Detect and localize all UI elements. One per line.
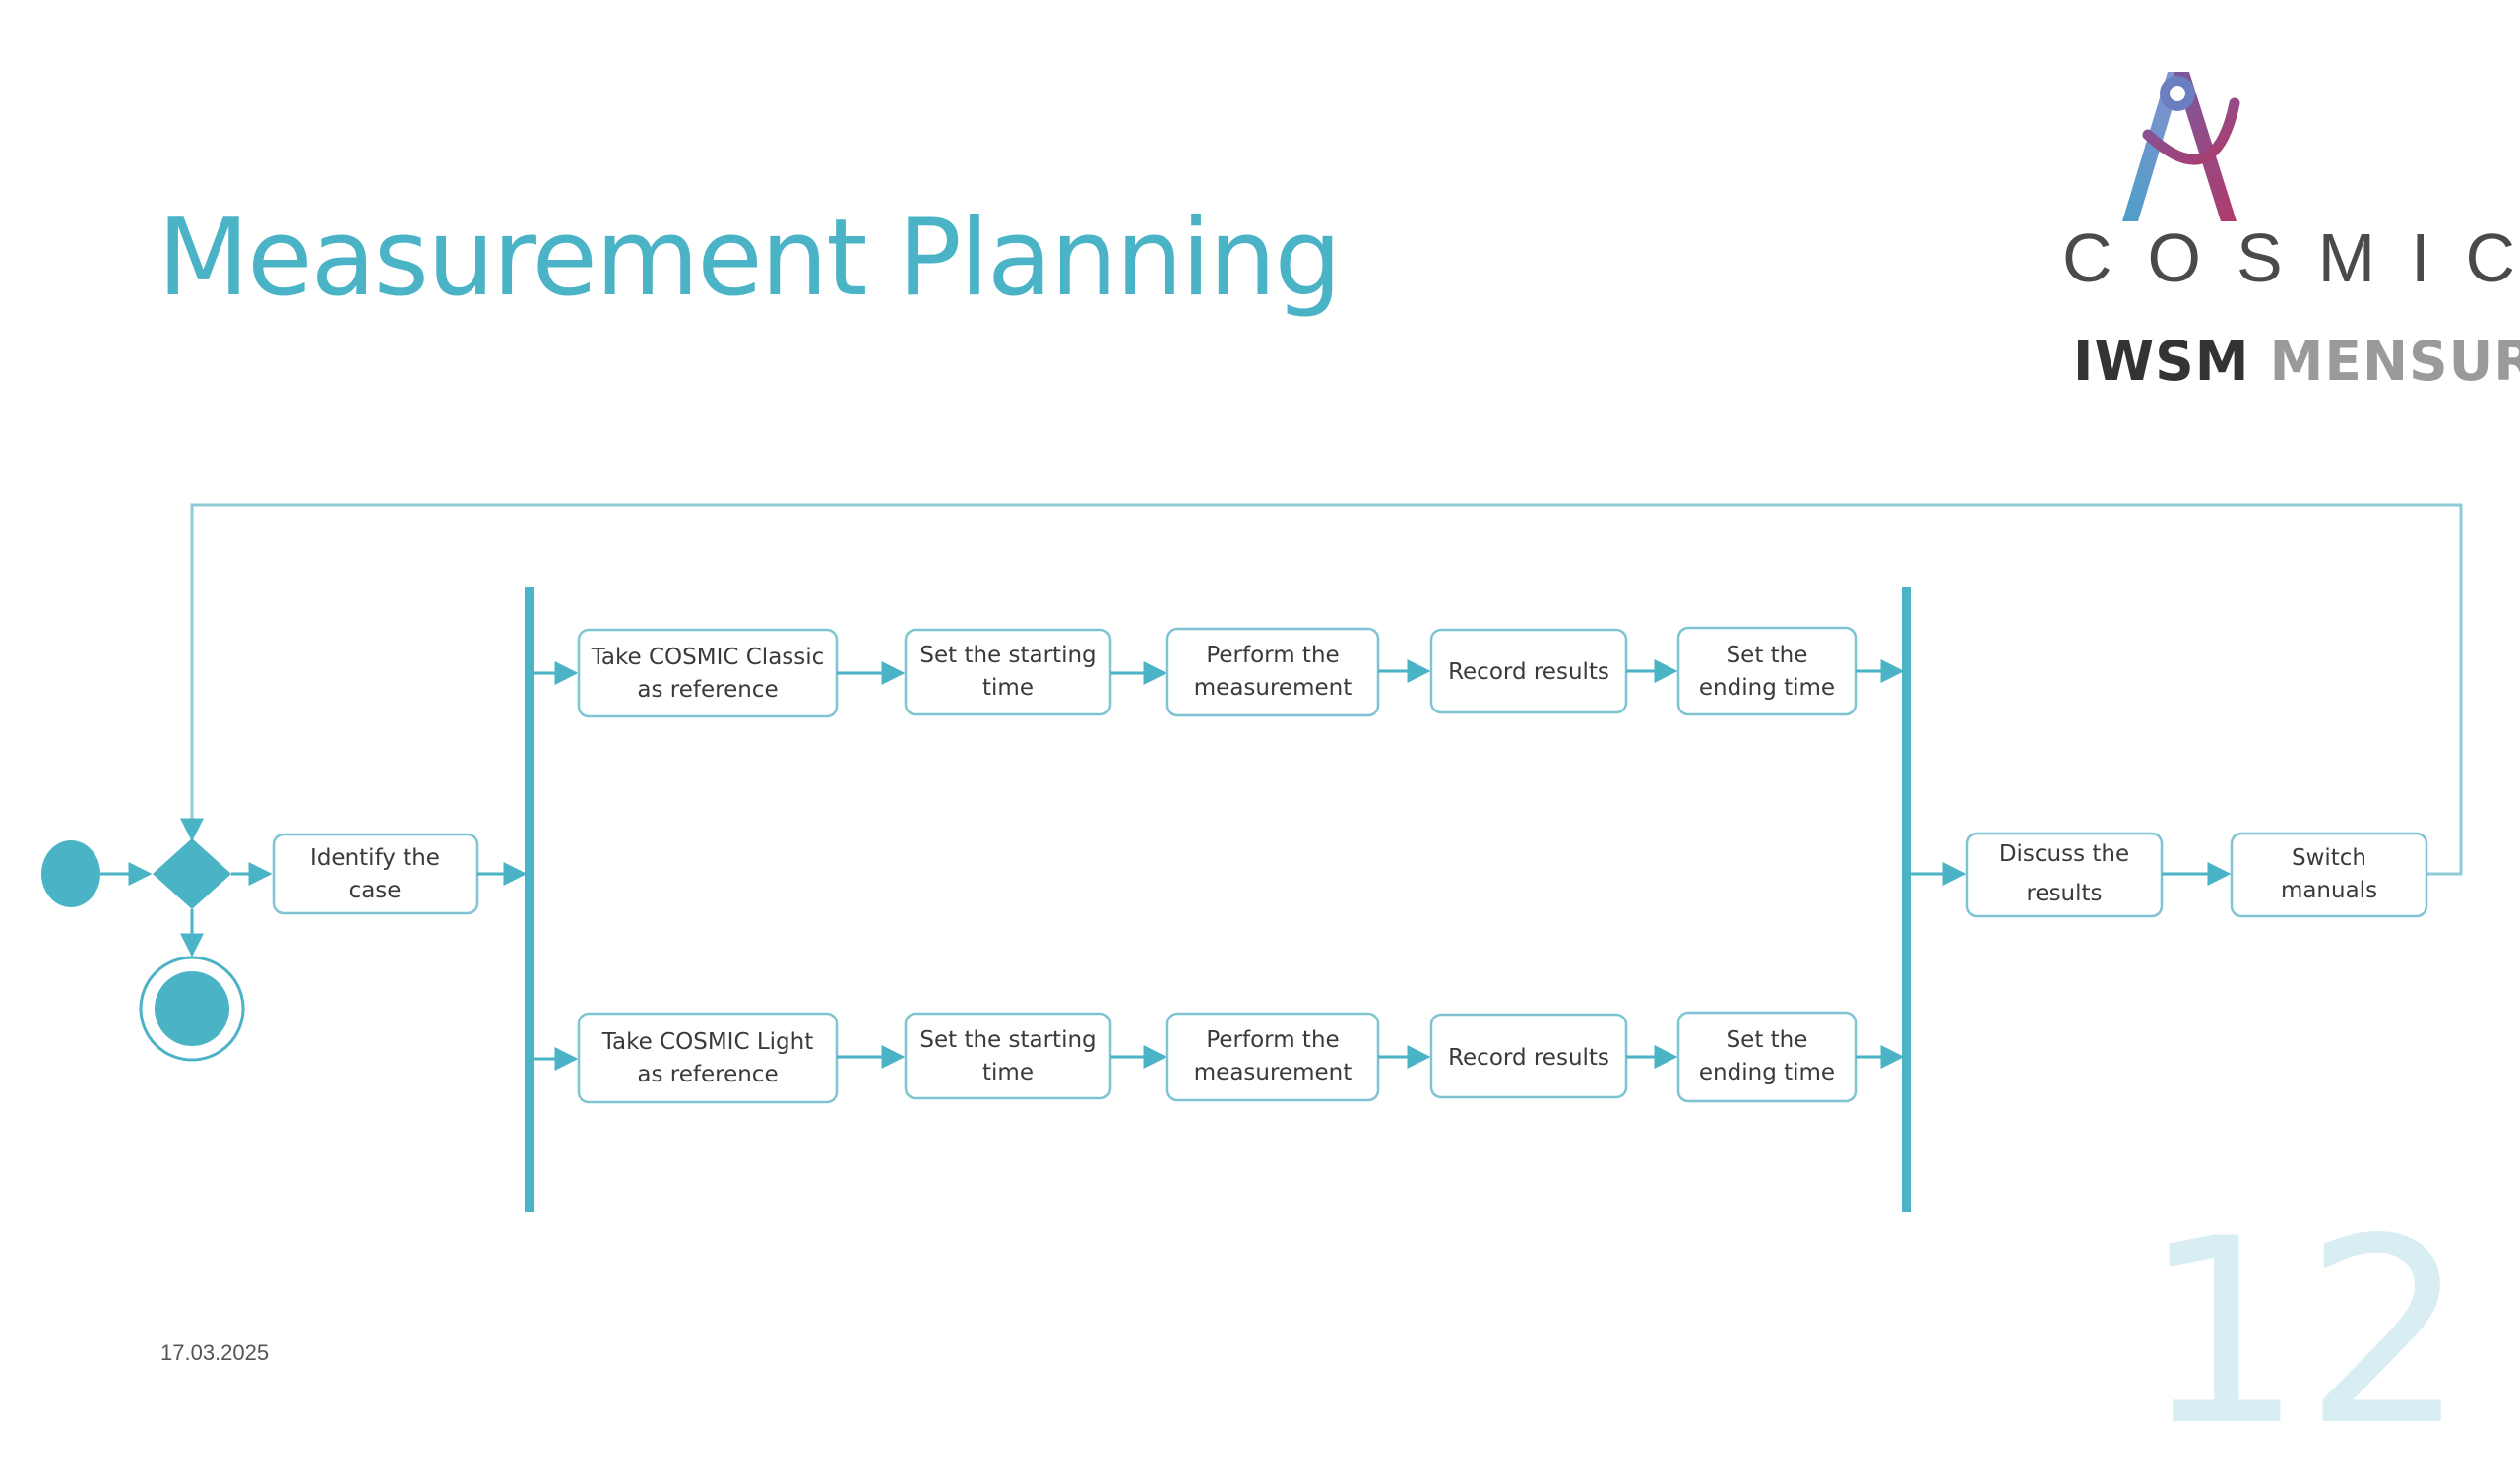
logo-wordmark: COSMIC xyxy=(2062,219,2520,296)
activity-label: as reference xyxy=(637,1062,778,1087)
activity-set-starting-time: Set the starting time xyxy=(904,1012,1112,1100)
join-bar xyxy=(1902,587,1911,1212)
activity-label: Set the xyxy=(1727,643,1808,668)
activity-label: time xyxy=(982,675,1034,701)
activity-label: measurement xyxy=(1194,675,1352,701)
activity-diagram: Identify the case Take COSMIC Classic as… xyxy=(41,503,2463,1212)
activity-switch-manuals: Switch manuals xyxy=(2230,832,2428,918)
activity-perform-measurement: Perform the measurement xyxy=(1166,627,1380,717)
page-number: 12 xyxy=(2141,1185,2467,1482)
activity-set-ending-time: Set the ending time xyxy=(1676,626,1858,716)
compass-icon xyxy=(2122,72,2240,221)
activity-identify-case: Identify the case xyxy=(272,833,479,915)
end-node-ring xyxy=(139,956,245,1062)
slide-date: 17.03.2025 xyxy=(160,1340,270,1365)
activity-set-ending-time: Set the ending time xyxy=(1676,1011,1858,1103)
activity-label: measurement xyxy=(1194,1060,1352,1085)
activity-label: ending time xyxy=(1699,1060,1835,1085)
decision-node xyxy=(153,838,231,909)
activity-label: Discuss the xyxy=(1999,841,2129,867)
activity-record-results: Record results xyxy=(1429,628,1628,714)
activity-label: Take COSMIC Classic xyxy=(591,645,825,670)
activity-label: manuals xyxy=(2281,878,2377,903)
activity-set-starting-time: Set the starting time xyxy=(904,628,1112,716)
activity-perform-measurement: Perform the measurement xyxy=(1166,1012,1380,1102)
activity-discuss-results: Discuss the results xyxy=(1965,832,2164,918)
activity-label: results xyxy=(2026,881,2102,906)
activity-take-cosmic-light: Take COSMIC Light as reference xyxy=(577,1012,839,1104)
logo-subtitle-light: MENSURA xyxy=(2269,330,2520,393)
activity-label: Record results xyxy=(1448,1045,1609,1071)
activity-label: Switch xyxy=(2292,845,2366,871)
activity-label: Set the starting xyxy=(919,643,1096,668)
cosmic-logo xyxy=(2122,72,2240,221)
activity-label: ending time xyxy=(1699,675,1835,701)
end-node xyxy=(155,971,229,1046)
logo-subtitle: IWSM MENSURA xyxy=(2073,330,2520,393)
activity-label: Set the starting xyxy=(919,1027,1096,1053)
activity-record-results: Record results xyxy=(1429,1013,1628,1099)
activity-label: Perform the xyxy=(1206,643,1339,668)
activity-label: Identify the xyxy=(310,845,440,871)
page-title: Measurement Planning xyxy=(158,197,1342,320)
loop-back-connector xyxy=(180,503,2463,876)
logo-subtitle-bold: IWSM xyxy=(2073,330,2250,393)
start-node xyxy=(41,840,100,907)
activity-label: as reference xyxy=(637,677,778,703)
activity-label: Record results xyxy=(1448,659,1609,685)
activity-take-cosmic-classic: Take COSMIC Classic as reference xyxy=(577,628,839,718)
activity-label: Set the xyxy=(1727,1027,1808,1053)
activity-label: Perform the xyxy=(1206,1027,1339,1053)
fork-bar xyxy=(525,587,534,1212)
activity-label: case xyxy=(349,878,402,903)
activity-label: Take COSMIC Light xyxy=(601,1029,813,1055)
activity-label: time xyxy=(982,1060,1034,1085)
